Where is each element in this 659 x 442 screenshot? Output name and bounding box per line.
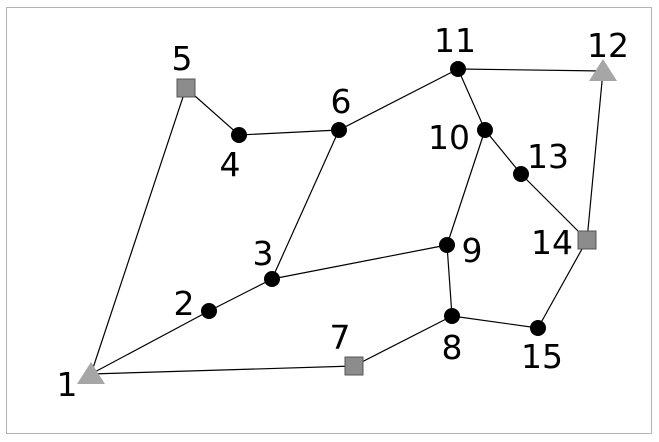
edges-layer (90, 68, 604, 375)
node-label-7: 7 (330, 318, 351, 357)
node-label-12: 12 (587, 26, 629, 65)
node-label-6: 6 (331, 82, 352, 121)
node-1-triangle (77, 362, 105, 384)
edge-13-14 (520, 173, 588, 241)
edge-11-12 (457, 68, 604, 72)
edge-10-11 (457, 68, 486, 131)
node-13-circle (513, 166, 529, 182)
node-label-9: 9 (462, 231, 483, 270)
node-label-15: 15 (521, 337, 563, 376)
edge-8-9 (446, 244, 453, 317)
edge-3-6 (271, 129, 340, 280)
edge-8-15 (451, 315, 539, 329)
edge-10-13 (484, 129, 522, 175)
node-8-circle (444, 308, 460, 324)
nodes-layer (77, 59, 617, 384)
node-label-8: 8 (442, 328, 463, 367)
node-label-3: 3 (253, 234, 274, 273)
node-label-14: 14 (531, 223, 573, 262)
node-10-circle (477, 122, 493, 138)
edge-2-3 (208, 278, 273, 312)
node-5-square (176, 78, 196, 98)
node-label-2: 2 (174, 284, 195, 323)
node-7-square (344, 356, 364, 376)
node-label-13: 13 (527, 137, 569, 176)
node-4-circle (231, 127, 247, 143)
diagram-frame (6, 7, 652, 434)
node-12-triangle (589, 59, 617, 81)
node-label-11: 11 (434, 21, 476, 60)
edge-14-12 (586, 70, 604, 241)
edge-14-15 (537, 239, 588, 329)
edge-11-6 (338, 68, 459, 131)
edge-3-9 (271, 244, 448, 280)
node-6-circle (331, 122, 347, 138)
node-14-square (577, 230, 597, 250)
node-3-circle (264, 271, 280, 287)
node-2-circle (201, 303, 217, 319)
edge-1-5 (90, 87, 187, 375)
node-label-4: 4 (220, 145, 241, 184)
edge-7-8 (353, 315, 453, 367)
node-9-circle (439, 237, 455, 253)
node-label-5: 5 (172, 39, 193, 78)
edge-6-4 (238, 129, 340, 136)
node-label-1: 1 (57, 365, 78, 404)
node-label-10: 10 (428, 118, 470, 157)
edge-1-2 (90, 310, 210, 375)
edge-1-7 (90, 365, 355, 375)
node-11-circle (450, 61, 466, 77)
node-15-circle (530, 320, 546, 336)
edge-9-10 (446, 129, 486, 246)
